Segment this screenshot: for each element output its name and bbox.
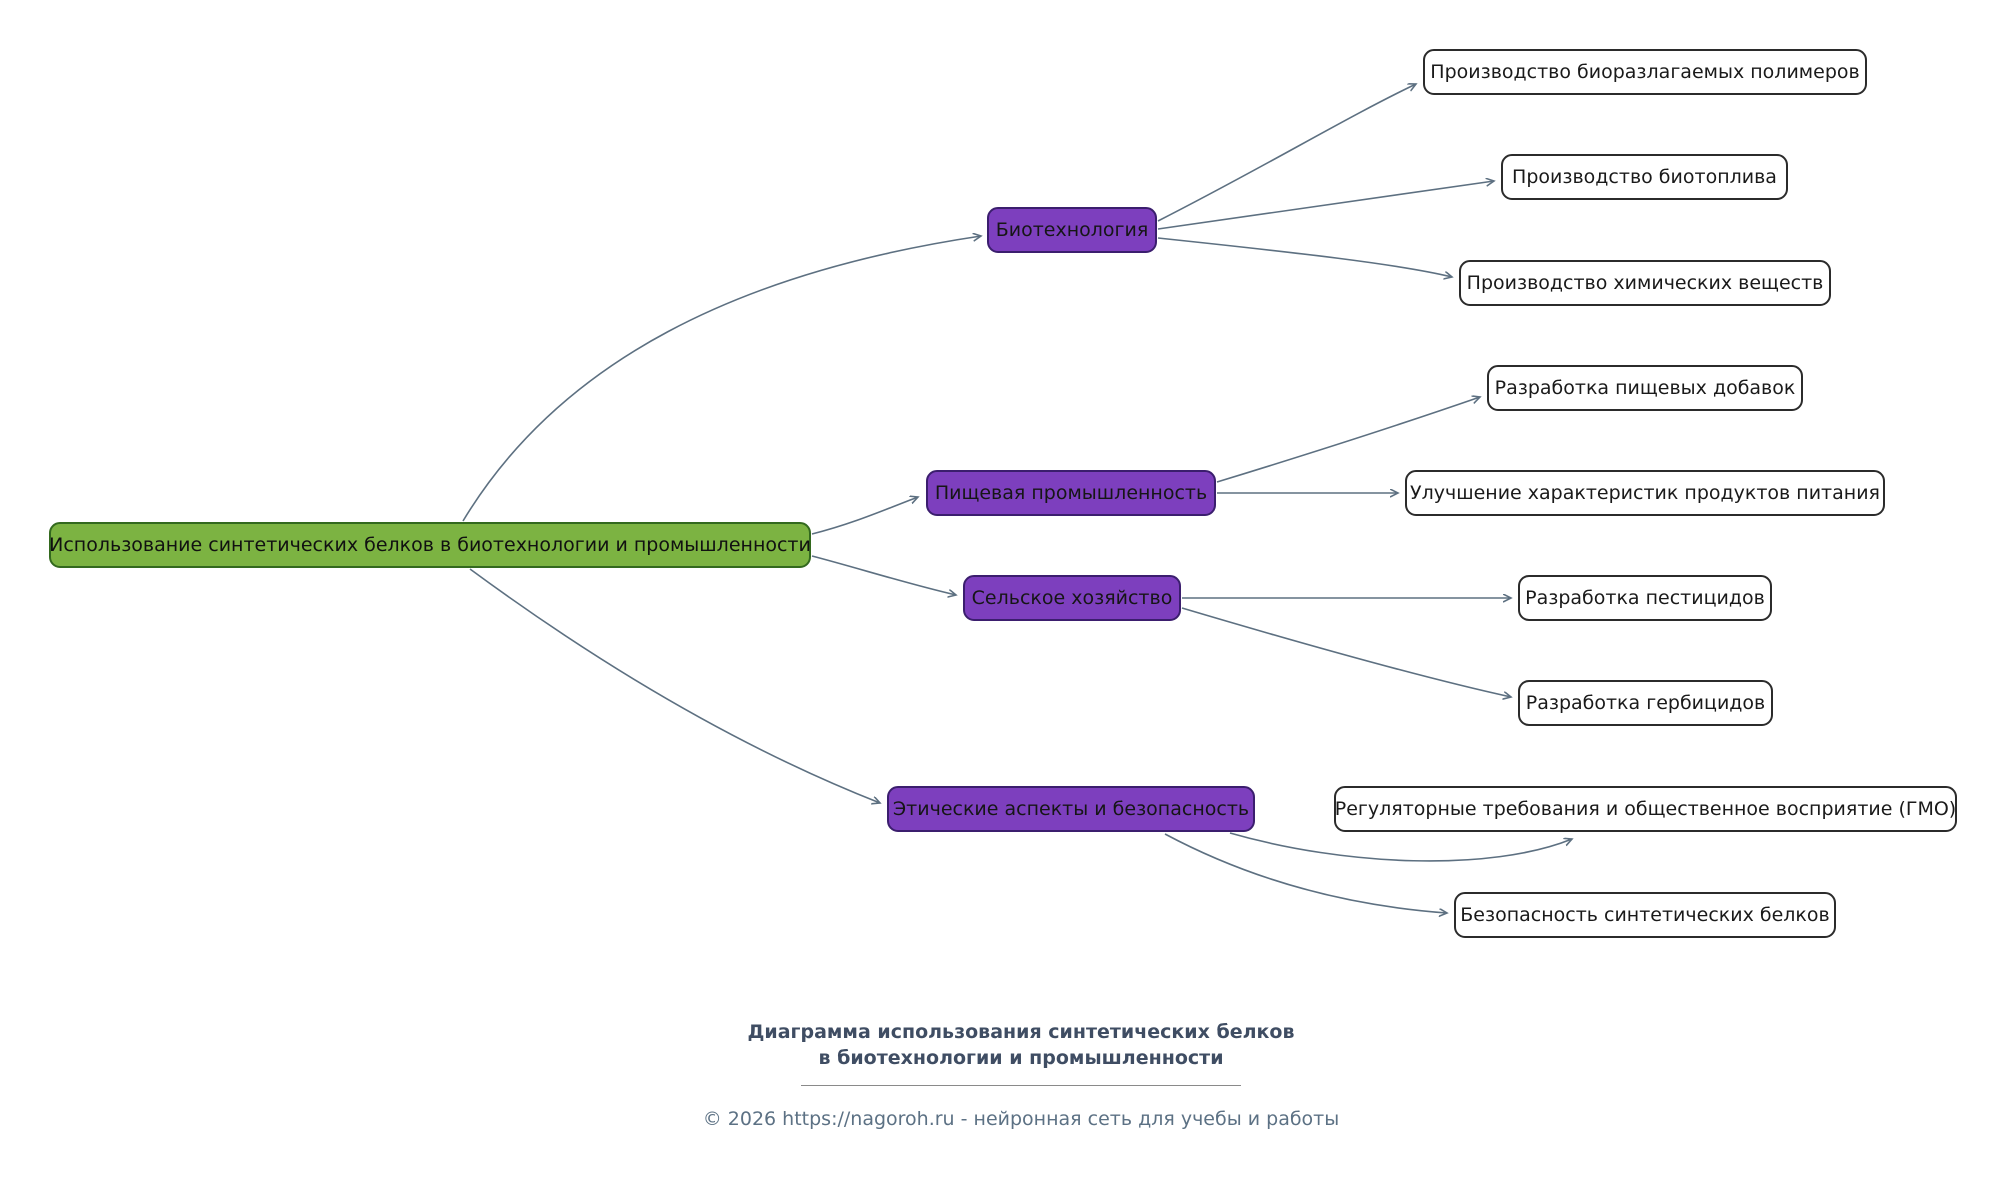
edge-root-ethics: [469, 568, 880, 803]
branch-node-food: Пищевая промышленность: [926, 470, 1216, 516]
edge-root-biotech: [462, 236, 981, 522]
leaf-node-label: Безопасность синтетических белков: [1460, 904, 1830, 926]
branch-node-label: Сельское хозяйство: [971, 587, 1173, 609]
edge-biotech-chemicals: [1157, 237, 1452, 277]
branch-node-ethics: Этические аспекты и безопасность: [887, 786, 1255, 832]
leaf-node-label: Производство биоразлагаемых полимеров: [1430, 61, 1860, 83]
leaf-node-label: Разработка пищевых добавок: [1494, 377, 1796, 399]
root-node: Использование синтетических белков в био…: [49, 522, 811, 568]
edge-root-agro: [811, 555, 956, 595]
edge-ethics-safety: [1164, 833, 1447, 913]
edge-ethics-regulatory: [1229, 832, 1572, 862]
leaf-node-label: Разработка гербицидов: [1525, 692, 1766, 714]
edge-root-food: [811, 497, 918, 535]
leaf-node-safety: Безопасность синтетических белков: [1454, 892, 1836, 938]
branch-node-label: Этические аспекты и безопасность: [892, 798, 1250, 820]
edge-agro-herbicides: [1181, 607, 1511, 697]
diagram-title-line2: в биотехнологии и промышленности: [818, 1046, 1224, 1069]
diagram-title-line1: Диаграмма использования синтетических бе…: [747, 1021, 1295, 1043]
copyright-text: © 2026 https://nagoroh.ru - нейронная се…: [702, 1108, 1340, 1131]
leaf-node-chemicals: Производство химических веществ: [1459, 260, 1831, 306]
leaf-node-biofuel: Производство биотоплива: [1501, 154, 1788, 200]
leaf-node-regulatory: Регуляторные требования и общественное в…: [1334, 786, 1957, 832]
leaf-node-herbicides: Разработка гербицидов: [1518, 680, 1773, 726]
footer: Диаграмма использования синтетических бе…: [571, 1020, 1471, 1130]
leaf-node-polymers: Производство биоразлагаемых полимеров: [1423, 49, 1867, 95]
divider: [801, 1085, 1241, 1087]
leaf-node-label: Производство биотоплива: [1512, 166, 1777, 188]
edge-biotech-polymers: [1157, 84, 1416, 222]
branch-node-agro: Сельское хозяйство: [963, 575, 1181, 621]
edge-biotech-biofuel: [1157, 181, 1494, 230]
leaf-node-improvement: Улучшение характеристик продуктов питани…: [1405, 470, 1885, 516]
leaf-node-additives: Разработка пищевых добавок: [1487, 365, 1803, 411]
branch-node-label: Пищевая промышленность: [934, 482, 1208, 504]
branch-node-label: Биотехнология: [995, 219, 1149, 241]
leaf-node-label: Регуляторные требования и общественное в…: [1334, 798, 1957, 820]
leaf-node-label: Разработка пестицидов: [1525, 587, 1765, 609]
diagram-title: Диаграмма использования синтетических бе…: [571, 1020, 1471, 1071]
root-node-label: Использование синтетических белков в био…: [49, 534, 811, 556]
leaf-node-pesticides: Разработка пестицидов: [1518, 575, 1772, 621]
leaf-node-label: Улучшение характеристик продуктов питани…: [1410, 482, 1880, 504]
leaf-node-label: Производство химических веществ: [1466, 272, 1824, 294]
branch-node-biotech: Биотехнология: [987, 207, 1157, 253]
